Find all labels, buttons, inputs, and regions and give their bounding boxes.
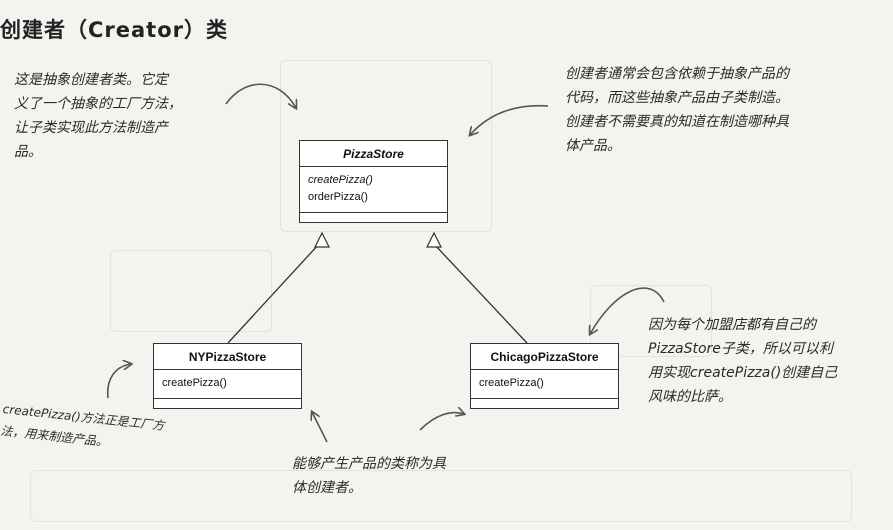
background-ghost-panel	[30, 470, 852, 522]
note-line: 代码，而这些抽象产品由子类制造。	[565, 90, 789, 106]
note-line: 体创建者。	[292, 480, 362, 496]
pointer-arrow-concrete-right	[419, 413, 464, 431]
note-line: 品。	[14, 144, 42, 160]
pointer-arrow-dependency	[470, 104, 549, 135]
method-create-pizza: createPizza()	[162, 377, 227, 389]
note-line: 体产品。	[565, 138, 621, 154]
class-empty-compartment	[154, 398, 301, 408]
class-methods: createPizza()	[471, 370, 618, 398]
method-create-pizza: createPizza()	[308, 174, 373, 186]
page-title: 创建者（Creator）类	[0, 18, 229, 42]
note-line: 用实现createPizza()创建自己	[648, 365, 838, 381]
inheritance-triangle-left	[314, 231, 330, 248]
background-ghost-panel	[590, 285, 712, 357]
class-empty-compartment	[300, 212, 447, 222]
note-line: 创建者通常会包含依赖于抽象产品的	[565, 66, 789, 82]
class-empty-compartment	[471, 398, 618, 408]
class-name: PizzaStore	[300, 141, 447, 167]
inheritance-triangle-right	[426, 231, 442, 248]
pointer-arrow-concrete-left	[312, 412, 328, 443]
class-ny-pizza-store: NYPizzaStore createPizza()	[153, 343, 302, 409]
class-methods: createPizza()	[154, 370, 301, 398]
note-line: 风味的比萨。	[648, 389, 732, 405]
method-order-pizza: orderPizza()	[308, 191, 368, 203]
note-line: 因为每个加盟店都有自己的	[648, 317, 816, 333]
pointer-arrow-franchise	[590, 287, 665, 334]
note-franchise-subclass: 因为每个加盟店都有自己的 PizzaStore子类，所以可以利 用实现creat…	[648, 313, 888, 409]
note-line: 这是抽象创建者类。它定	[14, 72, 168, 88]
note-line: PizzaStore子类，所以可以利	[648, 341, 833, 357]
background-ghost-panel	[280, 60, 492, 232]
background-ghost-panel	[110, 250, 272, 332]
class-name: NYPizzaStore	[154, 344, 301, 370]
note-abstract-creator: 这是抽象创建者类。它定 义了一个抽象的工厂方法， 让子类实现此方法制造产 品。	[14, 68, 224, 164]
inheritance-line-ny	[227, 243, 320, 344]
note-line: 能够产生产品的类称为具	[292, 456, 446, 472]
inheritance-line-chicago	[433, 243, 528, 344]
class-methods: createPizza() orderPizza()	[300, 167, 447, 212]
method-create-pizza: createPizza()	[479, 377, 544, 389]
pointer-arrow-abstract	[225, 83, 296, 108]
note-concrete-creator: 能够产生产品的类称为具 体创建者。	[292, 452, 502, 500]
note-creator-dependency: 创建者通常会包含依赖于抽象产品的 代码，而这些抽象产品由子类制造。 创建者不需要…	[565, 62, 865, 158]
note-line: 让子类实现此方法制造产	[14, 120, 168, 136]
class-pizza-store: PizzaStore createPizza() orderPizza()	[299, 140, 448, 223]
class-chicago-pizza-store: ChicagoPizzaStore createPizza()	[470, 343, 619, 409]
class-name: ChicagoPizzaStore	[471, 344, 618, 370]
note-line: 义了一个抽象的工厂方法，	[14, 96, 182, 112]
pointer-arrow-factory-method	[106, 364, 131, 399]
note-line: 创建者不需要真的知道在制造哪种具	[565, 114, 789, 130]
